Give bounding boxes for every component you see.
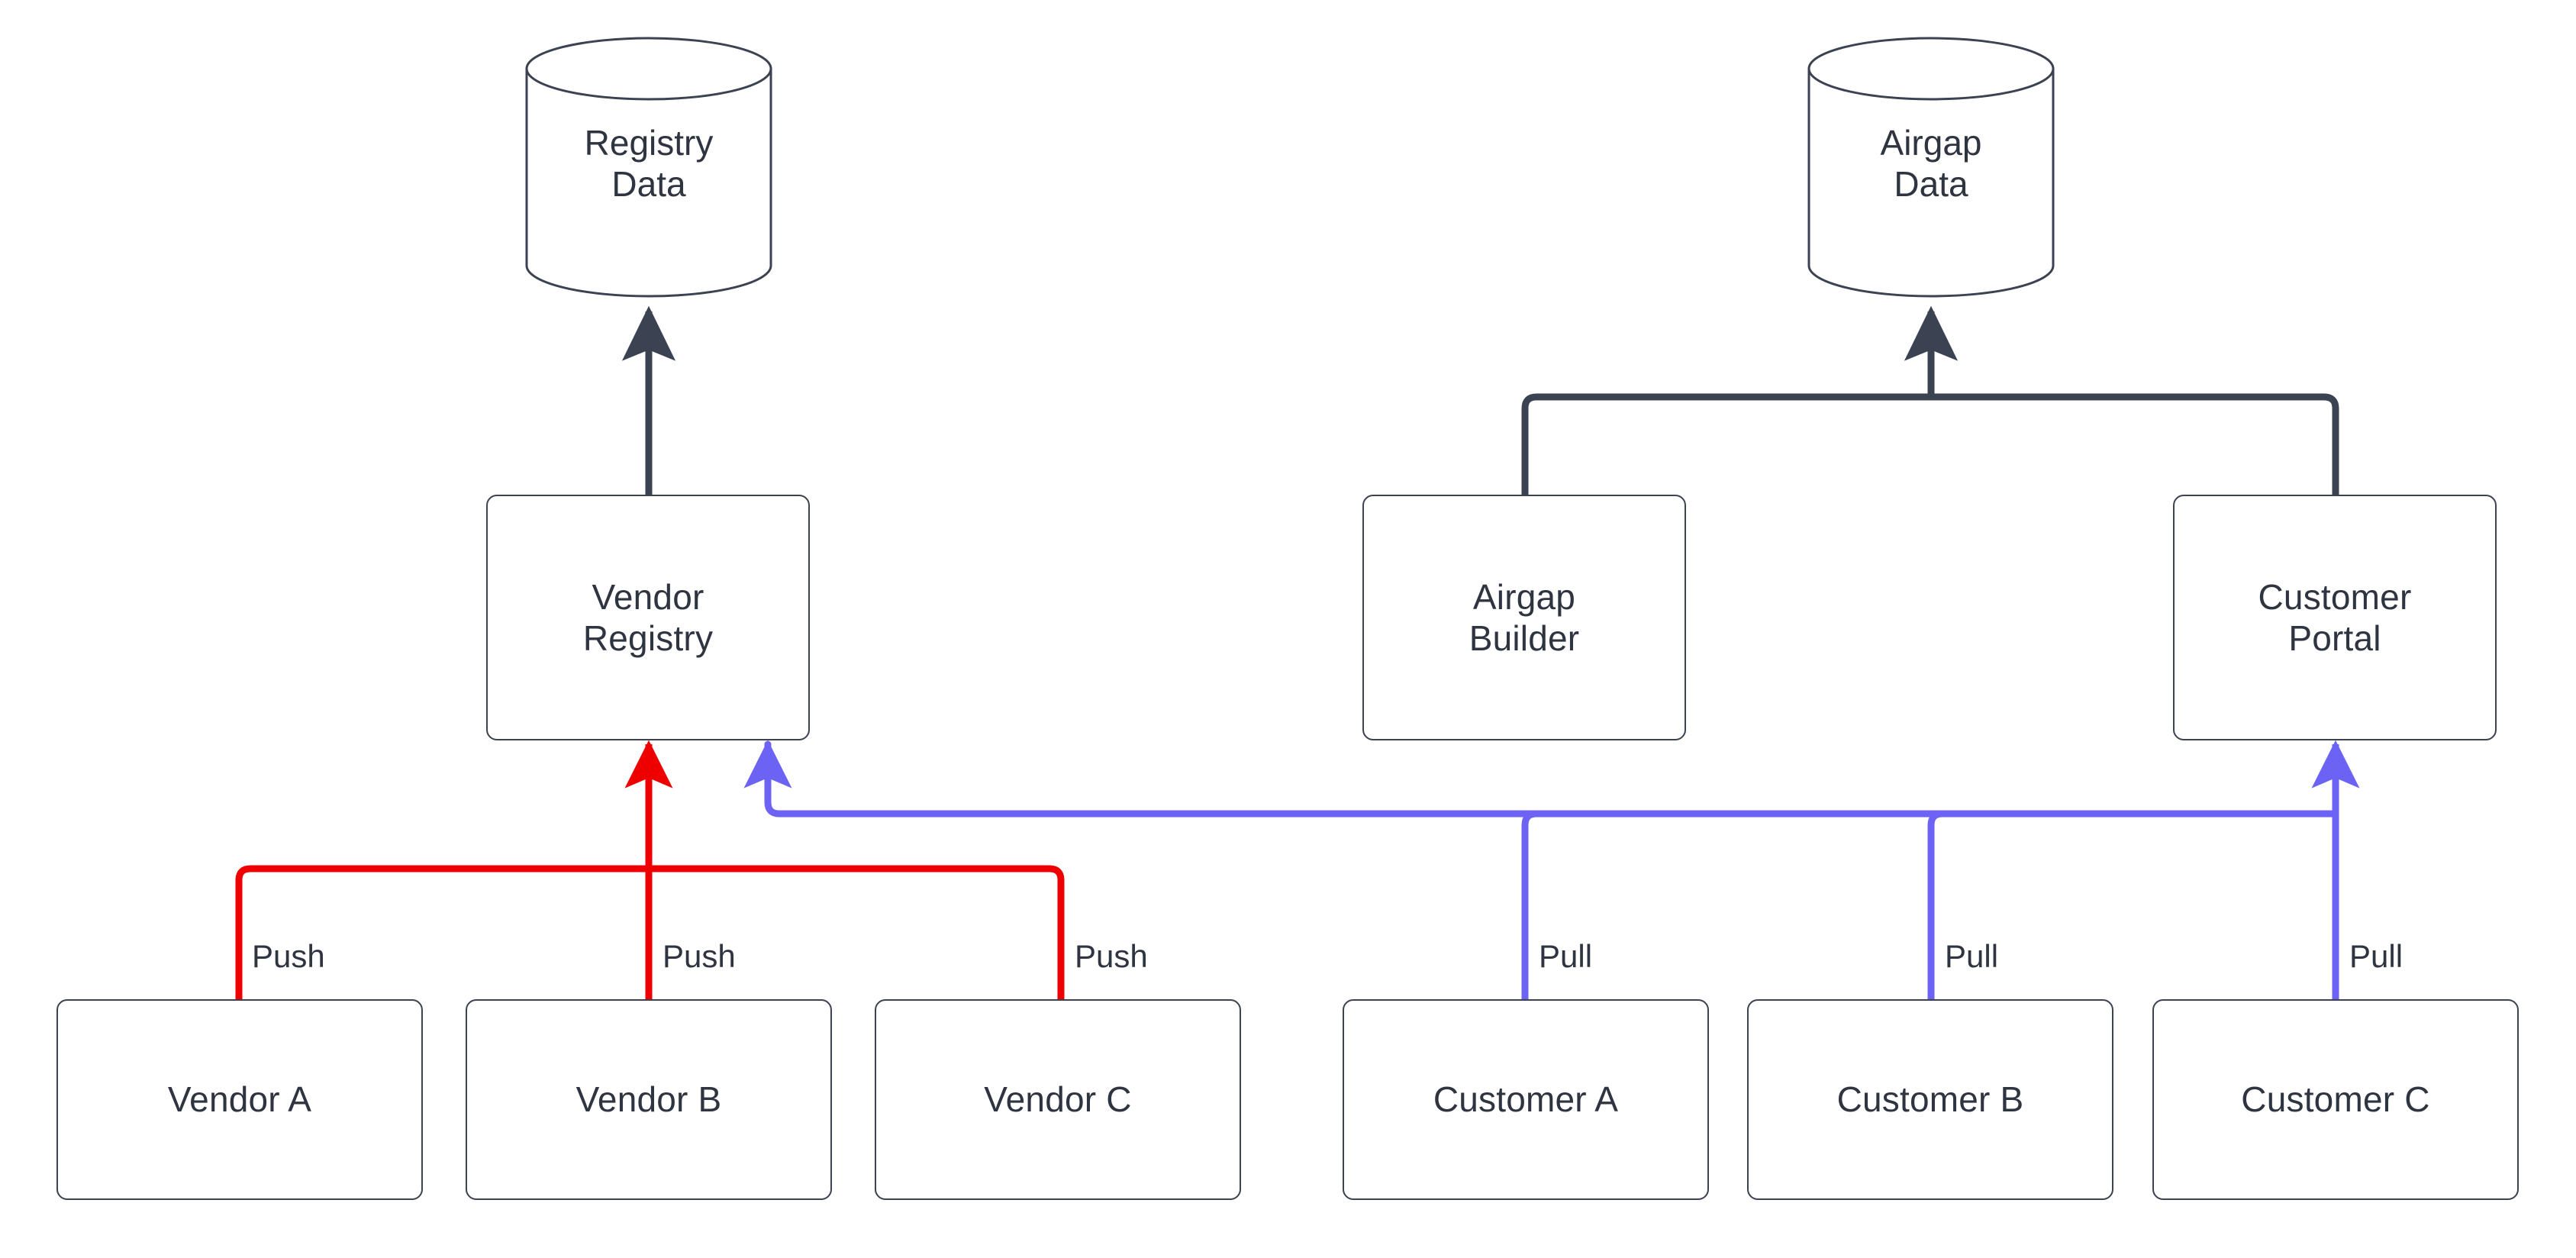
edge-label-pull-2: Pull — [1945, 938, 1999, 974]
node-customer-portal[interactable]: Customer Portal — [2173, 495, 2497, 740]
registry-data-label-line1: Registry — [584, 123, 714, 163]
edge-airgap-builder-to-airgap-data — [1521, 393, 1935, 498]
customer-c-label: Customer C — [2241, 1079, 2430, 1120]
customer-portal-label-line1: Customer — [2258, 576, 2412, 617]
node-vendor-registry[interactable]: Vendor Registry — [486, 495, 810, 740]
edge-vendor-a-push — [235, 865, 653, 1003]
node-vendor-c[interactable]: Vendor C — [875, 999, 1241, 1200]
edge-customer-b-pull — [1927, 810, 2339, 1003]
customer-a-label: Customer A — [1433, 1079, 1619, 1120]
node-customer-c[interactable]: Customer C — [2152, 999, 2519, 1200]
vendor-registry-label-line1: Vendor — [592, 576, 704, 617]
customer-portal-label-line2: Portal — [2288, 618, 2381, 658]
vendor-a-label: Vendor A — [167, 1079, 312, 1120]
node-customer-a[interactable]: Customer A — [1343, 999, 1709, 1200]
vendor-b-label: Vendor B — [575, 1079, 722, 1120]
node-airgap-builder[interactable]: Airgap Builder — [1362, 495, 1686, 740]
registry-data-store[interactable]: Registry Data — [527, 38, 771, 296]
node-customer-b[interactable]: Customer B — [1747, 999, 2113, 1200]
airgap-data-cylinder-shape — [1807, 37, 2055, 298]
edge-label-pull-1: Pull — [1539, 938, 1593, 974]
registry-data-label-line2: Data — [611, 164, 686, 204]
node-vendor-b[interactable]: Vendor B — [466, 999, 832, 1200]
customer-b-label: Customer B — [1836, 1079, 2024, 1120]
airgap-data-store[interactable]: Airgap Data — [1809, 38, 2053, 296]
vendor-c-label: Vendor C — [984, 1079, 1132, 1120]
airgap-data-label-line1: Airgap — [1880, 123, 1982, 163]
airgap-builder-label-line1: Airgap — [1472, 576, 1576, 617]
registry-data-cylinder-shape — [525, 37, 772, 298]
edge-customer-portal-to-airgap-data — [1927, 393, 2339, 498]
edge-label-push-1: Push — [252, 938, 325, 974]
vendor-registry-label-line2: Registry — [582, 618, 714, 658]
edge-pull-bus-elbow-vendor-registry — [743, 740, 1540, 818]
airgap-builder-label-line2: Builder — [1469, 618, 1580, 658]
airgap-data-label-line2: Data — [1894, 164, 1968, 204]
edge-label-push-2: Push — [663, 938, 736, 974]
node-vendor-a[interactable]: Vendor A — [56, 999, 423, 1200]
edge-label-push-3: Push — [1075, 938, 1148, 974]
edge-label-pull-3: Pull — [2349, 938, 2404, 974]
edge-vendor-c-push — [645, 865, 1065, 1003]
